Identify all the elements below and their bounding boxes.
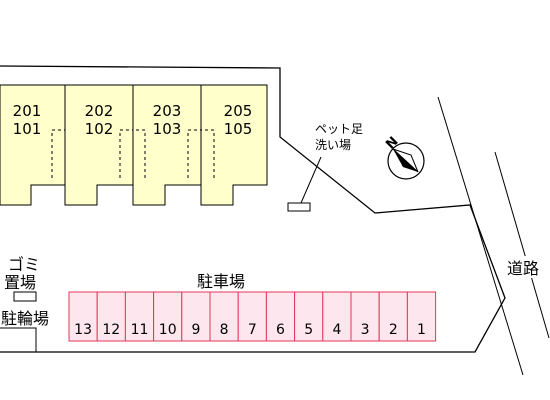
parking-space-number: 13 [74,322,92,338]
parking-space-number: 4 [332,322,341,338]
parking-spaces: 13 12 11 10 9 8 7 6 5 4 3 2 1 [68,291,437,342]
garbage-label: ゴミ [8,255,40,274]
garbage-marker [13,291,37,302]
parking-space [322,291,352,342]
parking-space-number: 3 [361,322,370,338]
parking-title: 駐車場 [197,272,245,291]
parking-space [181,291,211,342]
road-edge [437,96,524,376]
unit-upper-number: 203 [153,102,182,120]
road-label: 道路 [507,259,539,278]
parking-space-number: 1 [417,322,426,338]
parking-space [294,291,324,342]
pet-wash-marker [287,202,311,212]
parking-space [209,291,239,342]
bicycle-parking: 駐輪場 [0,309,49,352]
north-compass-icon: N [383,134,425,180]
parking-space-number: 5 [304,322,313,338]
site-boundary [0,65,506,353]
parking-lot: 駐車場 13 12 11 10 9 8 7 6 5 4 3 2 1 [68,272,437,342]
interior-partitions [51,129,215,178]
bicycle-parking-outline [0,327,37,352]
road-edge [494,151,550,339]
parking-space [153,291,183,342]
pet-wash-label: ペット足 [315,122,363,136]
parking-space [68,291,98,342]
parking-space [96,291,126,342]
building: 201 101 202 102 203 103 205 105 [0,84,268,206]
parking-space [237,291,267,342]
bicycle-parking-label: 駐輪場 [1,309,49,328]
parking-space [265,291,296,342]
parking-space-number: 10 [159,322,177,338]
unit-lower-number: 103 [153,120,182,138]
parking-space-number: 2 [389,322,398,338]
parking-space-number: 7 [248,322,257,338]
unit-upper-number: 201 [13,102,42,120]
parking-space [406,291,437,342]
unit-lower-number: 105 [224,120,253,138]
road: 道路 [437,96,550,376]
parking-space-number: 12 [102,322,120,338]
garbage-area: ゴミ 置場 [4,255,40,302]
parking-space [350,291,380,342]
parking-space-number: 9 [191,322,200,338]
pet-wash-label: 洗い場 [315,138,351,152]
unit-upper-number: 202 [85,102,114,120]
parking-space-number: 8 [220,322,229,338]
unit-lower-number: 102 [85,120,114,138]
leader-line [300,156,322,204]
unit-upper-number: 205 [224,102,253,120]
parking-space-number: 6 [276,322,285,338]
parking-space [378,291,408,342]
unit-lower-number: 101 [13,120,42,138]
parking-space-number: 11 [131,322,149,338]
garbage-label: 置場 [4,273,36,292]
pet-wash-area: ペット足 洗い場 [287,122,363,212]
